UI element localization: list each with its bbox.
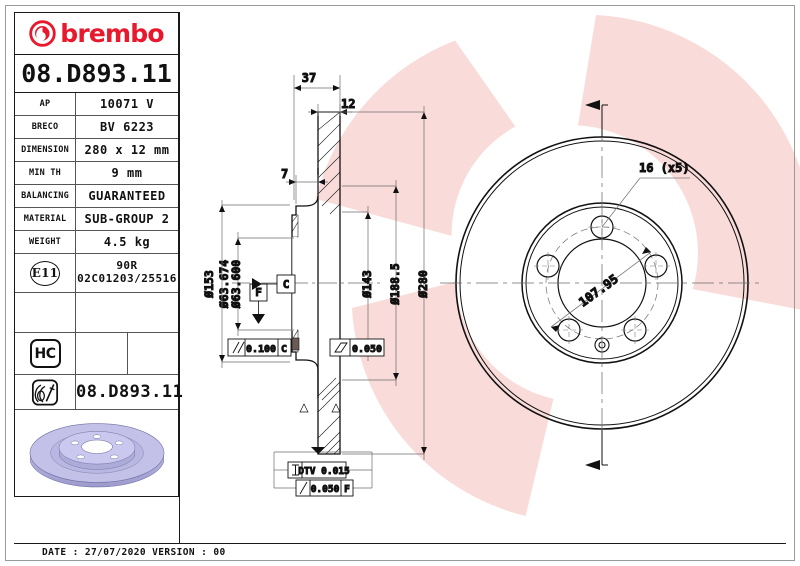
hc-row: HC xyxy=(15,333,178,375)
datum-f-label: F xyxy=(255,286,262,299)
dim-bore xyxy=(237,232,294,336)
dim-bore-lower-label: Ø63.600 xyxy=(229,260,243,310)
row-label: BRECO xyxy=(15,116,76,138)
homologation-line2: 02C01203/25516 xyxy=(77,272,177,285)
row-label: WEIGHT xyxy=(15,231,76,253)
dim-143-label: Ø143 xyxy=(360,270,374,299)
tol-dtv-label: DTV 0.015 xyxy=(298,466,350,477)
row-label: AP xyxy=(15,93,76,115)
brembo-roundel-icon xyxy=(29,20,56,47)
blank-cell-left xyxy=(15,293,76,332)
tol-runout-datum: F xyxy=(344,484,350,495)
part-number-repeat: 08.D893.11 xyxy=(76,382,184,402)
part-number-title: 08.D893.11 xyxy=(21,59,172,88)
brembo-logo: brembo xyxy=(29,19,165,48)
specification-panel: brembo 08.D893.11 AP 10071 V BRECO BV 62… xyxy=(14,12,183,497)
dim-7-label: 7 xyxy=(281,167,288,181)
dim-bore-upper-label: Ø63.674 xyxy=(217,260,231,310)
row-value: 10071 V xyxy=(99,97,155,111)
section-arrow-bottom xyxy=(601,430,608,466)
dim-153 xyxy=(221,200,290,368)
datum-c: C xyxy=(252,274,296,294)
datum-f: F xyxy=(249,283,268,324)
dim-7 xyxy=(286,175,328,204)
dim-280-label: Ø280 xyxy=(416,270,430,299)
panel-divider xyxy=(179,12,180,543)
blank-row xyxy=(15,293,178,333)
dim-37 xyxy=(293,75,341,200)
table-row: BRECO BV 6223 xyxy=(15,116,178,139)
homologation-row: E11 90R 02C01203/25516 xyxy=(15,254,178,293)
section-arrow-top-head xyxy=(585,100,600,110)
datum-c-label: C xyxy=(283,278,290,291)
dim-12-label: 12 xyxy=(341,97,355,111)
tol-parallel-datum: C xyxy=(281,344,287,355)
tolerance-flatness: 0.050 xyxy=(329,338,385,357)
tol-parallel-value: 0.100 xyxy=(246,344,276,355)
hc-blank-right xyxy=(128,333,178,374)
row-value: 4.5 kg xyxy=(103,235,151,249)
footer-text: DATE : 27/07/2020 VERSION : 00 xyxy=(42,547,226,558)
row-label: MIN TH xyxy=(15,162,76,184)
table-row: MATERIAL SUB-GROUP 2 xyxy=(15,208,178,231)
face-view: 16 (x5) 107.95 xyxy=(440,100,764,470)
homologation-value: 90R 02C01203/25516 xyxy=(76,254,178,292)
tol-runout-value: 0.050 xyxy=(311,484,340,495)
hc-badge-cell: HC xyxy=(15,333,76,374)
footer-bar: DATE : 27/07/2020 VERSION : 00 xyxy=(14,543,786,560)
product-image-row xyxy=(15,410,178,496)
homologation-line1: 90R xyxy=(116,259,138,273)
disc-icon-cell xyxy=(15,375,76,409)
part-number-row: 08.D893.11 xyxy=(15,55,178,93)
row-value: BV 6223 xyxy=(99,120,155,134)
tolerance-runout: 0.050 F xyxy=(295,479,354,497)
e11-approval-icon: E11 xyxy=(30,260,60,286)
bolt-hole-note: 16 (x5) xyxy=(639,161,690,175)
blank-cell-right xyxy=(76,293,178,332)
section-arrow-bottom-head xyxy=(585,460,600,470)
part-number-icon-row: 08.D893.11 xyxy=(15,375,183,410)
tolerance-dtv: DTV 0.015 xyxy=(287,461,351,479)
row-value: 9 mm xyxy=(111,166,143,180)
row-label: BALANCING xyxy=(15,185,76,207)
tolerance-parallelism: 0.100 C xyxy=(227,338,292,357)
row-label: MATERIAL xyxy=(15,208,76,230)
table-row: WEIGHT 4.5 kg xyxy=(15,231,178,254)
dim-153-label: Ø153 xyxy=(202,270,216,299)
pcd-label: 107.95 xyxy=(576,271,621,310)
section-arrow-top xyxy=(601,104,608,137)
dim-37-label: 37 xyxy=(302,71,316,85)
row-value: 280 x 12 mm xyxy=(84,143,170,157)
brake-disc-icon xyxy=(31,378,59,406)
row-value: SUB-GROUP 2 xyxy=(84,212,170,226)
brembo-wordmark: brembo xyxy=(60,19,164,48)
row-value: GUARANTEED xyxy=(88,189,166,203)
tol-flatness-value: 0.050 xyxy=(352,344,382,355)
dim-188-label: Ø188.5 xyxy=(388,263,402,306)
brand-logo-row: brembo xyxy=(15,13,178,55)
e11-badge-cell: E11 xyxy=(15,254,76,292)
table-row: BALANCING GUARANTEED xyxy=(15,185,178,208)
surface-finish-marks xyxy=(299,403,341,413)
table-row: AP 10071 V xyxy=(15,93,178,116)
table-row: DIMENSION 280 x 12 mm xyxy=(15,139,178,162)
row-label: DIMENSION xyxy=(15,139,76,161)
hc-blank-middle xyxy=(76,333,128,374)
table-row: MIN TH 9 mm xyxy=(15,162,178,185)
hc-badge-icon: HC xyxy=(29,339,61,368)
brake-disc-3d-render xyxy=(29,423,164,488)
